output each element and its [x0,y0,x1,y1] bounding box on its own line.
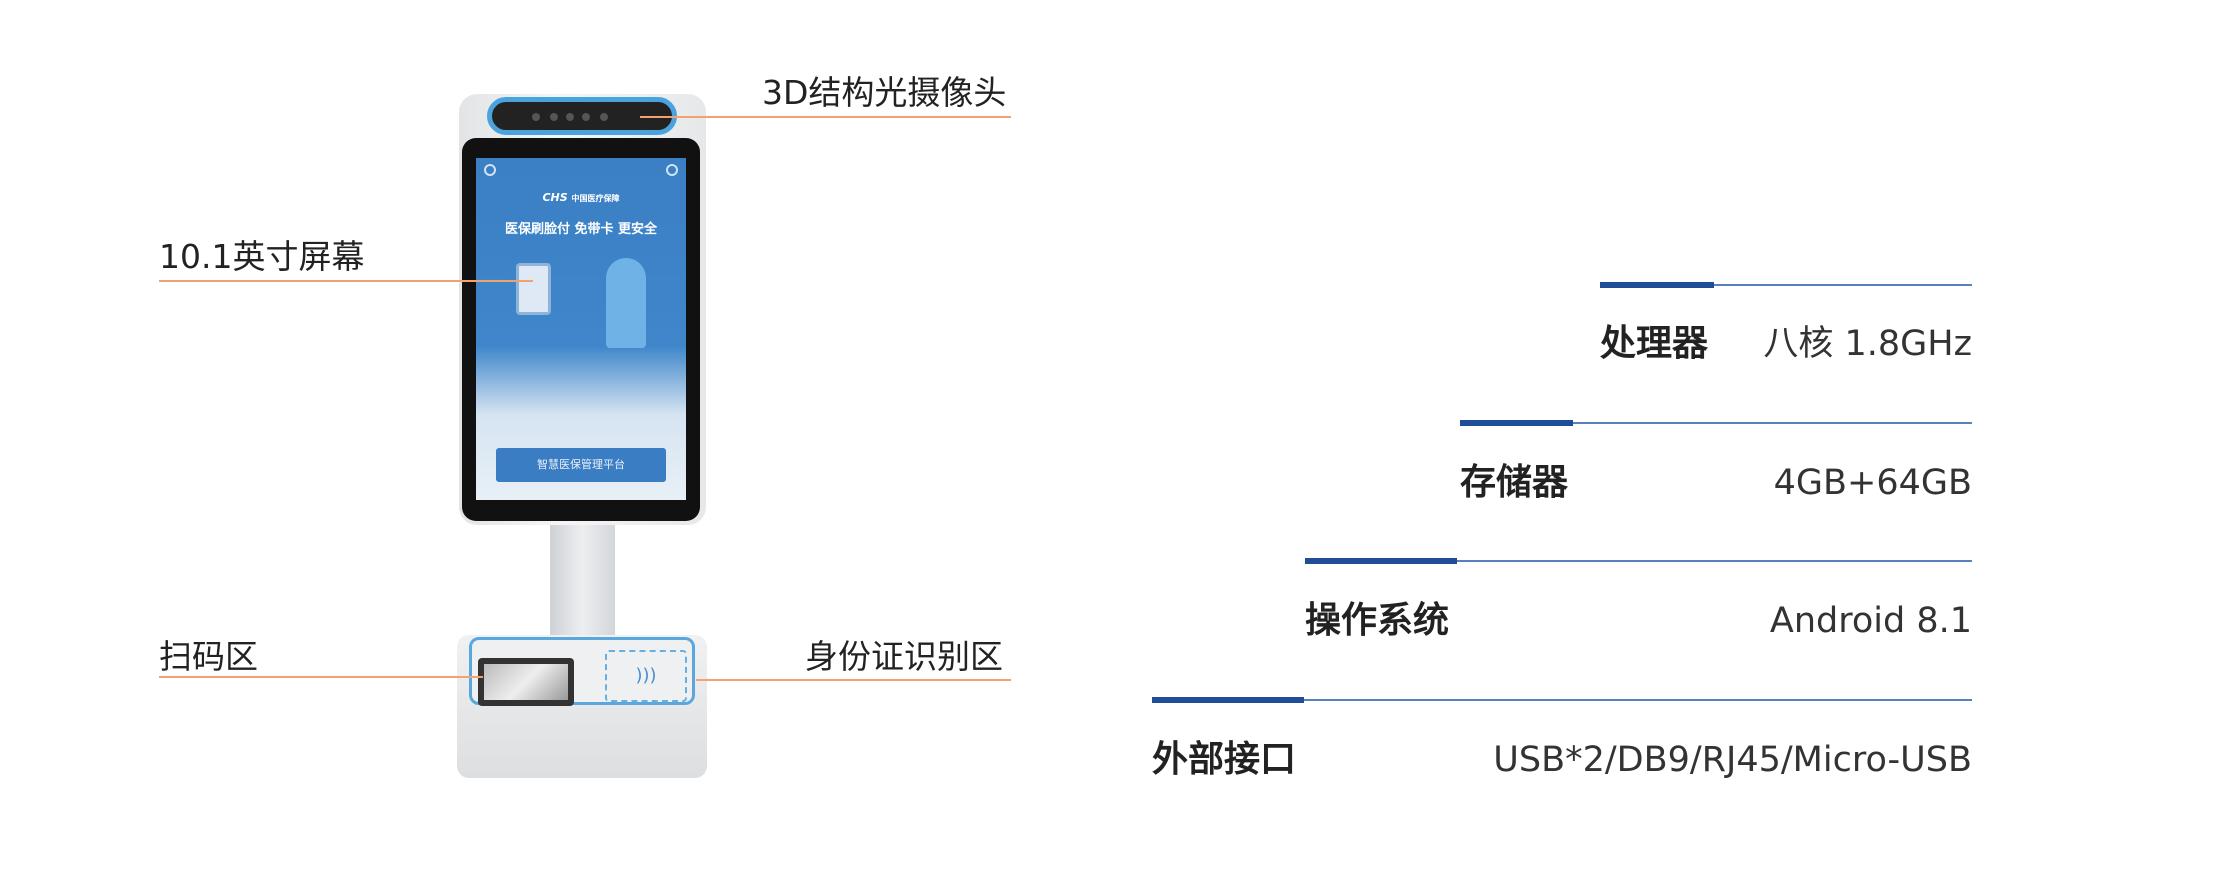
camera-lens-icon [532,113,540,121]
screen-headline: 医保刷脸付 免带卡 更安全 [504,222,658,237]
chs-logo: CHS [542,191,568,204]
device-pole [550,525,615,640]
callout-id-card: 身份证识别区 [805,637,1003,676]
camera-lens-icon [582,113,590,121]
chs-logo-text: 中国医疗保障 [571,194,620,203]
nfc-icon: ))) [605,650,687,702]
settings-icon [666,164,678,176]
platform-button: 智慧医保管理平台 [496,448,666,482]
spec-value-interface: USB*2/DB9/RJ45/Micro-USB [1493,740,1972,780]
callout-screen: 10.1英寸屏幕 [159,237,365,276]
spec-divider [1152,697,1972,703]
callout-line [640,116,1011,118]
device-screen: CHS 中国医疗保障 医保刷脸付 免带卡 更安全 智慧医保管理平台 [476,158,686,500]
spec-label-os: 操作系统 [1305,600,1450,641]
callout-scan: 扫码区 [159,637,258,676]
spec-divider [1460,420,1972,426]
spec-label-storage: 存储器 [1460,462,1569,503]
spec-divider [1305,558,1972,564]
spec-label-processor: 处理器 [1600,323,1709,364]
kiosk-illustration [516,263,551,315]
spec-value-processor: 八核 1.8GHz [1763,324,1972,364]
qr-scanner [478,658,574,706]
person-illustration [606,258,646,348]
spec-value-storage: 4GB+64GB [1773,463,1972,503]
spec-label-interface: 外部接口 [1152,739,1297,780]
camera-lens-icon [550,113,558,121]
callout-line [696,679,1011,681]
callout-line [159,676,483,678]
spec-value-os: Android 8.1 [1769,601,1972,641]
camera-lens-icon [566,113,574,121]
callout-camera: 3D结构光摄像头 [762,73,1007,112]
callout-line [159,280,533,282]
status-icon [484,164,496,176]
spec-divider [1600,282,1972,288]
camera-lens-icon [600,113,608,121]
